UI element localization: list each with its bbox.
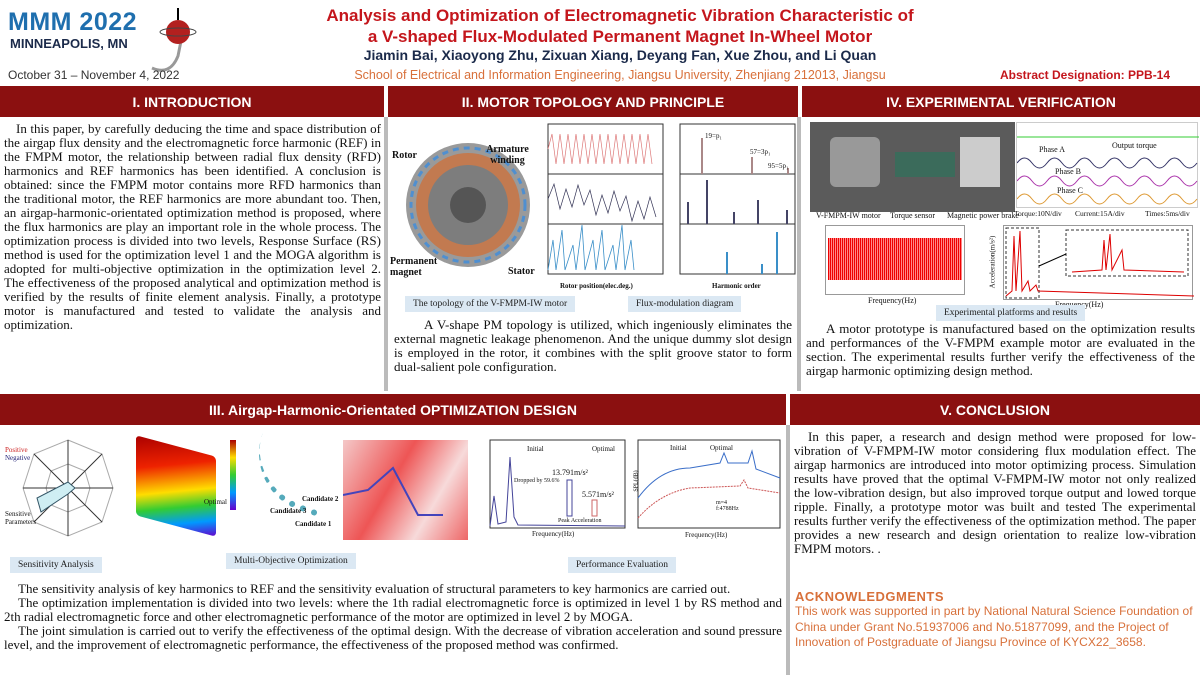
authors: Jiamin Bai, Xiaoyong Zhu, Zixuan Xiang, … xyxy=(363,47,877,63)
optimization-text: The sensitivity analysis of key harmonic… xyxy=(4,582,782,652)
spl-comparison-plot: Initial Optimal m=4 f:4788Hz SPL(dB) Fre… xyxy=(630,438,782,543)
section-header-optimization: III. Airgap-Harmonic-Orientated OPTIMIZA… xyxy=(0,394,786,425)
label-sensitive-parameters: Sensitive Parameters xyxy=(5,510,37,526)
caption-topology: The topology of the V-FMPM-IW motor xyxy=(405,296,576,312)
legend-negative: Negative xyxy=(5,454,31,462)
acknowledgments-title: ACKNOWLEDGMENTS xyxy=(795,589,945,604)
abstract-designation: Abstract Designation: PPB-14 xyxy=(1000,68,1171,82)
acceleration-spectrum-plot xyxy=(1003,225,1195,300)
label-torque-sensor: Torque sensor xyxy=(890,211,935,220)
label-frequency-2: Frequency(Hz) xyxy=(1055,300,1103,309)
label-peak-acceleration: Peak Acceleration xyxy=(558,518,602,524)
acceleration-comparison-plot: Initial Optimal Dropped by 59.6% 13.791m… xyxy=(482,438,627,538)
label-rotor: Rotor xyxy=(392,150,417,161)
caption-flux-modulation: Flux-modulation diagram xyxy=(628,296,742,312)
caption-experimental: Experimental platforms and results xyxy=(936,305,1086,321)
label-phase-a: Phase A xyxy=(1039,145,1065,154)
response-surface-plot: Optimal xyxy=(118,435,236,540)
conference-logo-icon xyxy=(151,8,197,72)
label-phase-c: Phase C xyxy=(1057,186,1083,195)
label-current-scale: Current:15A/div xyxy=(1075,209,1125,218)
section-header-conclusion: V. CONCLUSION xyxy=(790,394,1200,425)
optimization-paragraph-1: The sensitivity analysis of key harmonic… xyxy=(18,581,731,596)
legend-optimal: Optimal xyxy=(592,445,615,453)
experimental-text: A motor prototype is manufactured based … xyxy=(806,321,1195,378)
section-header-topology: II. MOTOR TOPOLOGY AND PRINCIPLE xyxy=(388,86,798,117)
conference-city: MINNEAPOLIS, MN xyxy=(10,36,128,51)
topology-text: A V-shape PM topology is utilized, which… xyxy=(394,317,792,374)
label-peak-initial: 13.791m/s² xyxy=(552,468,588,477)
label-output-torque: Output torque xyxy=(1112,141,1157,150)
label-acceleration-axis: Acceleration(m/s²) xyxy=(988,235,997,289)
optimization-paragraph-2: The optimization implementation is divid… xyxy=(4,595,782,624)
caption-sensitivity: Sensitivity Analysis xyxy=(10,557,102,573)
conference-dates: October 31 – November 4, 2022 xyxy=(8,68,180,82)
label-dropped: Dropped by 59.6% xyxy=(514,478,560,484)
legend-positive: Positive xyxy=(5,446,28,454)
caption-multi-objective: Multi-Objective Optimization xyxy=(226,553,356,569)
label-frequency-b: Frequency(Hz) xyxy=(685,531,728,539)
conference-logo-text: MMM 2022 xyxy=(8,8,138,36)
pareto-front-plot: Candidate 2 Candidate 3 Candidate 1 xyxy=(240,433,340,540)
label-phase-b: Phase B xyxy=(1055,167,1081,176)
flux-waveform-plot: Rotor position(elec.deg.) xyxy=(540,122,665,292)
section-header-intro: I. INTRODUCTION xyxy=(0,86,384,117)
intro-text: In this paper, by carefully deducing the… xyxy=(4,121,381,332)
title-line-2: a V-shaped Flux-Modulated Permanent Magn… xyxy=(367,27,873,46)
label-pm: Permanent magnet xyxy=(390,256,438,278)
column-divider xyxy=(797,117,801,391)
label-rotor-position: Rotor position(elec.deg.) xyxy=(560,282,633,290)
legend-initial: Initial xyxy=(527,445,544,453)
label-spl: SPL(dB) xyxy=(633,470,640,492)
acknowledgments-text: This work was supported in part by Natio… xyxy=(795,604,1193,649)
legend-initial-spl: Initial xyxy=(670,444,687,452)
label-harmonic-order: Harmonic order xyxy=(712,282,761,290)
label-brake: Magnetic power brake xyxy=(947,211,1019,220)
motor-topology-figure: Rotor Armature winding Permanent magnet … xyxy=(390,120,535,280)
acceleration-time-plot xyxy=(825,225,965,295)
label-frequency-1: Frequency(Hz) xyxy=(868,296,917,305)
poster-title: Analysis and Optimization of Electromagn… xyxy=(280,5,960,47)
prototype-photo xyxy=(810,122,1015,212)
harmonic-spectrum-plot: 19=p₁ 57=3p₁ 95=5p₁ Harmonic order xyxy=(672,122,797,292)
label-stator: Stator xyxy=(508,266,535,277)
column-divider xyxy=(786,425,790,675)
label-mode: m=4 f:4788Hz xyxy=(716,500,739,512)
label-peak-optimal: 5.571m/s² xyxy=(582,490,614,499)
label-candidate-2: Candidate 2 xyxy=(302,495,339,503)
label-torque-scale: Torque:10N/div xyxy=(1014,209,1062,218)
label-winding: Armature winding xyxy=(486,144,529,166)
title-line-1: Analysis and Optimization of Electromagn… xyxy=(326,6,914,25)
label-candidate-3: Candidate 3 xyxy=(270,507,307,515)
label-harmonic-95: 95=5p₁ xyxy=(768,162,789,170)
section-header-experimental: IV. EXPERIMENTAL VERIFICATION xyxy=(802,86,1200,117)
conclusion-text: In this paper, a research and design met… xyxy=(794,429,1196,556)
caption-performance: Performance Evaluation xyxy=(568,557,677,573)
parallel-coordinates-plot xyxy=(342,440,468,540)
label-candidate-1: Candidate 1 xyxy=(295,520,332,528)
label-frequency-a: Frequency(Hz) xyxy=(532,530,575,538)
label-harmonic-57: 57=3p₁ xyxy=(750,148,771,156)
optimization-paragraph-3: The joint simulation is carried out to v… xyxy=(4,623,782,652)
affiliation: School of Electrical and Information Eng… xyxy=(354,68,886,82)
oscilloscope-waveforms: Phase A Output torque Phase B Phase C xyxy=(1016,122,1199,208)
sensitivity-radar-chart: Positive Negative Sensitive Parameters xyxy=(5,430,115,545)
legend-optimal-spl: Optimal xyxy=(710,444,733,452)
label-motor: V-FMPM-IW motor xyxy=(816,211,881,220)
label-optimal-point: Optimal xyxy=(204,498,227,506)
column-divider xyxy=(384,117,388,391)
label-harmonic-19: 19=p₁ xyxy=(705,132,722,140)
label-time-scale: Times:5ms/div xyxy=(1145,209,1190,218)
